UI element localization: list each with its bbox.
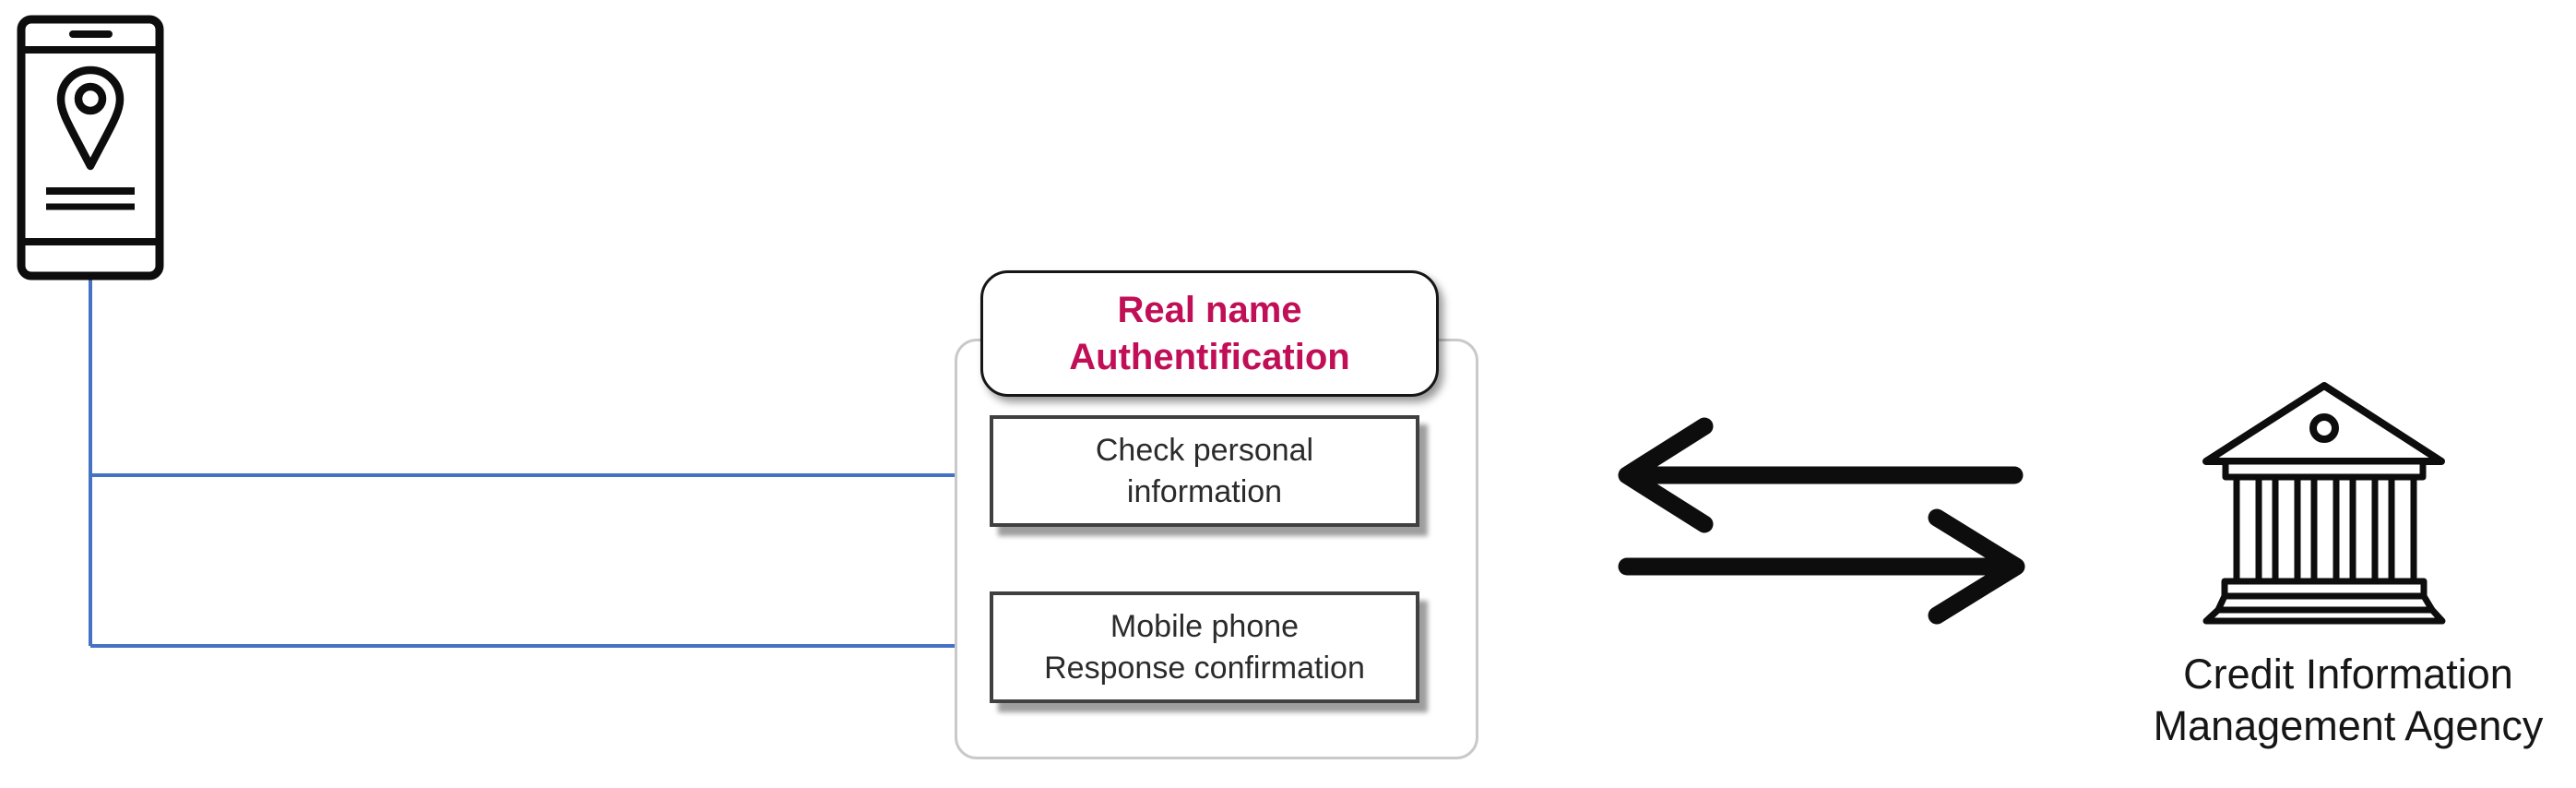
exchange-right-arrow xyxy=(1618,508,2025,625)
step1-line2: information xyxy=(1126,473,1283,509)
step2-line1: Mobile phone xyxy=(1110,609,1300,645)
bank-icon xyxy=(2202,382,2446,625)
step-check-personal-information: Check personal information xyxy=(990,415,1419,527)
phone-flow-connector xyxy=(89,279,967,648)
step-mobile-phone-response-confirmation: Mobile phone Response confirmation xyxy=(990,591,1419,703)
auth-title-line1: Real name xyxy=(1117,290,1302,331)
step1-line1: Check personal xyxy=(1095,433,1314,469)
step2-line2: Response confirmation xyxy=(1044,650,1365,686)
smartphone-location-icon xyxy=(17,15,164,281)
auth-title-box: Real name Authentification xyxy=(980,270,1439,397)
agency-label: Credit Information Management Agency xyxy=(2118,649,2576,752)
exchange-left-arrow xyxy=(1618,417,2024,533)
agency-label-line1: Credit Information xyxy=(2183,651,2513,698)
location-pin-icon xyxy=(56,66,125,171)
auth-title-line2: Authentification xyxy=(1069,336,1350,377)
agency-label-line2: Management Agency xyxy=(2153,701,2544,749)
